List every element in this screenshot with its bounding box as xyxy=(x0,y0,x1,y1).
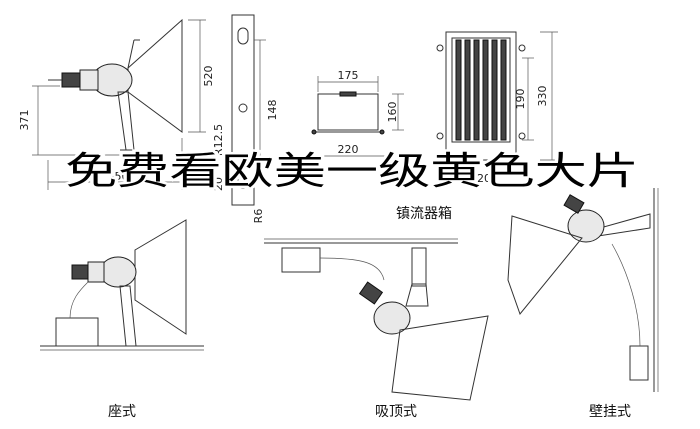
dim-lamp-width: 550 xyxy=(108,170,129,183)
dim-ballast-base: 220 xyxy=(338,143,359,156)
dim-bracket-hole: R6 xyxy=(252,209,265,224)
dim-bracket-length: 148 xyxy=(266,100,279,121)
dim-grille-base: 20 xyxy=(477,172,491,185)
seat-reflector xyxy=(134,219,187,335)
dim-bracket-radius: R12.5 xyxy=(212,124,225,156)
bracket-plate-view: 148 R12.5 20 R6 xyxy=(212,14,279,224)
dim-grille-outer: 330 xyxy=(536,86,549,107)
grille-view: 190 330 20 xyxy=(436,31,558,185)
ceiling-ballast xyxy=(281,247,321,273)
grille-panel xyxy=(451,37,511,143)
bracket-arm xyxy=(117,91,135,151)
wall-mount-label: 壁挂式 xyxy=(589,404,631,420)
slot-bottom xyxy=(237,171,249,189)
seat-mount-label: 座式 xyxy=(108,404,136,420)
ballast-box-view: 175 160 220 镇流器箱 xyxy=(304,69,452,222)
seat-mount-view: 座式 xyxy=(40,219,204,420)
wall-reflector xyxy=(507,215,583,316)
wall-ballast xyxy=(629,345,649,381)
ceiling-mount-view: 吸顶式 xyxy=(264,238,489,420)
wall-mount-view: 壁挂式 xyxy=(507,188,659,420)
cable-gland xyxy=(61,72,81,88)
mount-hole xyxy=(238,103,248,113)
ballast-box xyxy=(317,93,379,131)
main-lamp-view: 520 371 550 xyxy=(18,18,215,190)
ceiling-reflector xyxy=(391,315,489,401)
lamp-cap xyxy=(79,69,99,91)
dim-bracket-offset: 20 xyxy=(212,177,225,191)
ballast-box-label: 镇流器箱 xyxy=(396,206,452,222)
dim-ballast-height: 160 xyxy=(386,102,399,123)
bracket-plate xyxy=(231,14,255,206)
dim-lamp-height: 520 xyxy=(202,66,215,87)
reflector-cone xyxy=(127,18,183,133)
grille-bars xyxy=(455,39,507,141)
ceiling-mount-label: 吸顶式 xyxy=(375,404,417,420)
dim-grille-inner: 190 xyxy=(514,89,527,110)
grille-frame xyxy=(445,31,517,161)
ballast-handle xyxy=(339,91,357,97)
overlay-banner: 免费看欧美一级黄色大片 xyxy=(65,149,639,193)
slot-top xyxy=(237,27,249,45)
dim-mount-height: 371 xyxy=(18,110,31,131)
dim-ballast-width: 175 xyxy=(338,69,359,82)
seat-ballast xyxy=(55,317,99,347)
